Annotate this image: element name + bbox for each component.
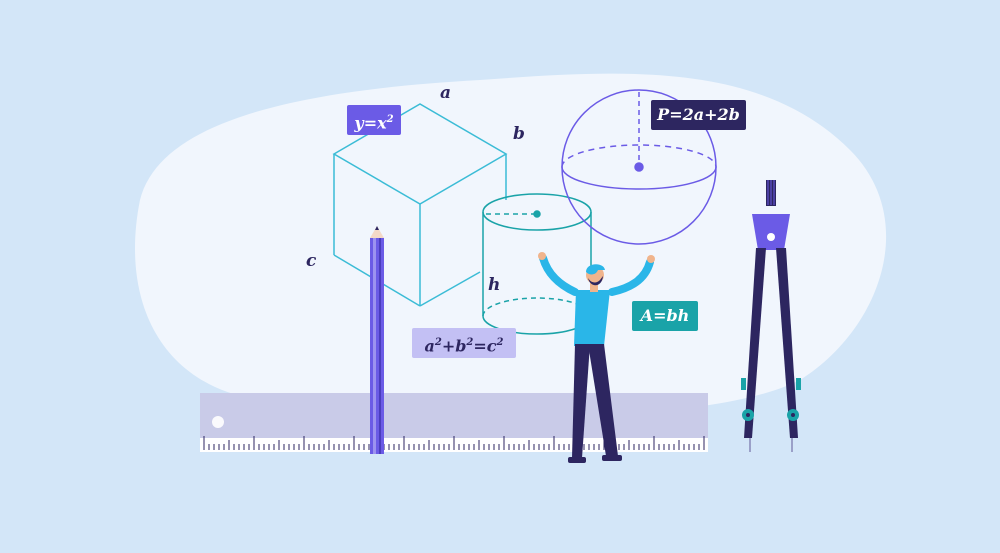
cube-edge-label-b: b	[513, 124, 525, 144]
person-figure	[538, 252, 655, 463]
parabola-text: y=x	[354, 113, 387, 133]
pythagoras-c: c	[486, 336, 497, 356]
parabola-exponent: 2	[386, 114, 394, 125]
pythagoras-exp-b: 2	[466, 337, 474, 348]
formula-tag-area: A=bh	[632, 301, 698, 331]
formula-tag-perimeter: P=2a+2b	[651, 100, 746, 130]
pythagoras-a: a	[424, 336, 435, 356]
background-blob	[135, 73, 887, 417]
cube-edge-label-a: a	[440, 83, 452, 103]
sphere-icon	[561, 89, 717, 245]
pencil-icon	[370, 226, 384, 454]
cylinder-height-label: h	[488, 275, 501, 295]
formula-tag-pythagoras: a2+b2=c2	[412, 328, 516, 358]
pythagoras-b: b	[455, 336, 467, 356]
formula-tag-parabola: y=x2	[347, 105, 401, 135]
compass-icon	[741, 180, 801, 452]
pythagoras-exp-a: 2	[434, 337, 442, 348]
ruler-icon	[200, 393, 708, 452]
pythagoras-exp-c: 2	[496, 337, 504, 348]
cube-edge-label-c: c	[306, 251, 317, 271]
